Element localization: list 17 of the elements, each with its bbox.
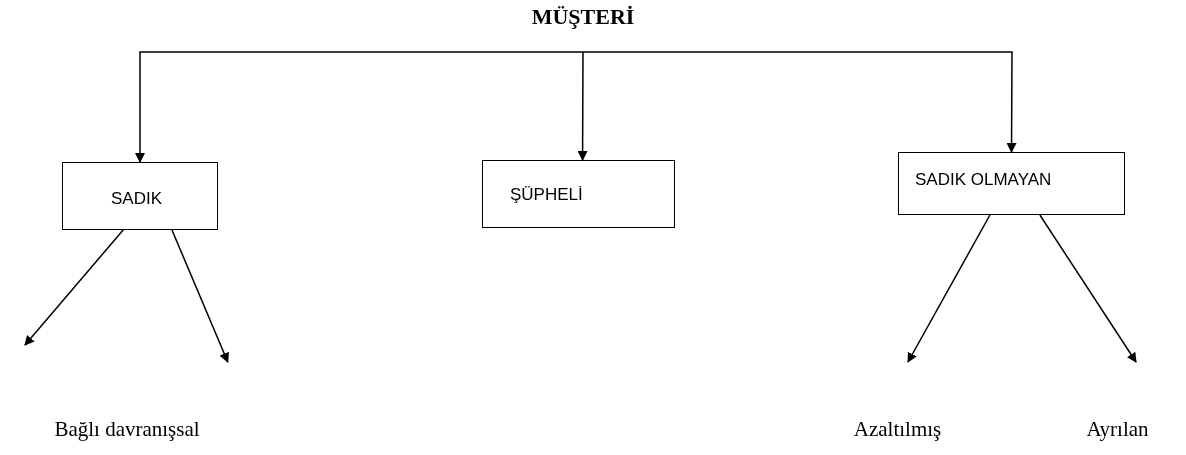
heading-label: MÜŞTERİ <box>531 4 635 30</box>
arrow <box>24 229 124 346</box>
arrow <box>907 214 991 363</box>
box-label: SADIK <box>111 189 163 210</box>
box-label: SADIK OLMAYAN <box>915 170 1052 191</box>
arrow <box>171 229 229 363</box>
arrow <box>577 51 588 161</box>
category-box <box>482 160 675 228</box>
arrow <box>135 51 584 163</box>
subcategory-label: Azaltılmış <box>853 417 942 442</box>
category-box <box>898 152 1125 215</box>
arrow <box>582 51 1017 153</box>
arrow <box>1039 214 1137 363</box>
subcategory-label: Bağlı davranışsal <box>54 417 200 442</box>
box-label: ŞÜPHELİ <box>510 185 583 206</box>
subcategory-label: Ayrılan <box>1086 417 1149 442</box>
category-box <box>62 162 218 230</box>
